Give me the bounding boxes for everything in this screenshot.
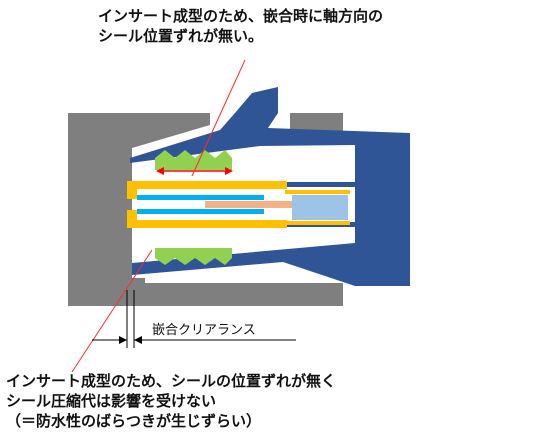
contact-pin-yellow-bottom: [285, 221, 350, 225]
insulator-top: [137, 195, 264, 200]
terminal-bottom-bar: [127, 220, 287, 228]
lower-seal: [155, 248, 232, 265]
arrow-head-left: [156, 167, 164, 175]
housing-right-top-block: [290, 113, 343, 133]
bottom-caption-line-3: （＝防水性のばらつきが生じずらい）: [6, 412, 262, 430]
fitting-clearance-label: 嵌合クリアランス: [152, 323, 256, 338]
top-caption-line-1: インサート成型のため、嵌合時に軸方向の: [98, 7, 384, 25]
housing-body: [68, 113, 343, 306]
plug-upper-arm: [130, 87, 410, 163]
dimension-arrow-left: [119, 336, 127, 344]
terminal-bottom-bar-2: [127, 210, 137, 220]
bottom-caption-line-1: インサート成型のため、シールの位置ずれが無く: [6, 372, 337, 390]
top-caption-line-2: シール位置ずれが無い。: [98, 27, 264, 45]
receptacle-housing: [68, 113, 343, 306]
top-caption: インサート成型のため、嵌合時に軸方向の シール位置ずれが無い。: [98, 6, 383, 46]
bottom-caption-line-2: シール圧縮代は影響を受けない: [6, 392, 217, 410]
dimension-arrow-right: [134, 336, 142, 344]
insulator-bottom: [137, 209, 264, 214]
bottom-caption: インサート成型のため、シールの位置ずれが無く シール圧縮代は影響を受けない （＝…: [6, 371, 336, 431]
contact-pin-yellow-top: [285, 190, 350, 194]
terminal-top-bar-2: [127, 189, 137, 199]
fitting-clearance-dimension: 嵌合クリアランス: [92, 290, 296, 348]
terminal-top-bar: [127, 181, 287, 189]
bottom-leader-line: [71, 249, 153, 373]
seals: [155, 150, 232, 265]
top-leader-line: [191, 59, 246, 177]
upper-seal: [155, 150, 232, 170]
plug-lower-arm: [132, 243, 355, 286]
plug-rear-wall: [355, 133, 410, 286]
arrow-head-right: [225, 167, 233, 175]
contact-assembly: [127, 181, 350, 228]
pin-peach-segment: [205, 201, 300, 208]
contact-socket: [292, 195, 348, 220]
